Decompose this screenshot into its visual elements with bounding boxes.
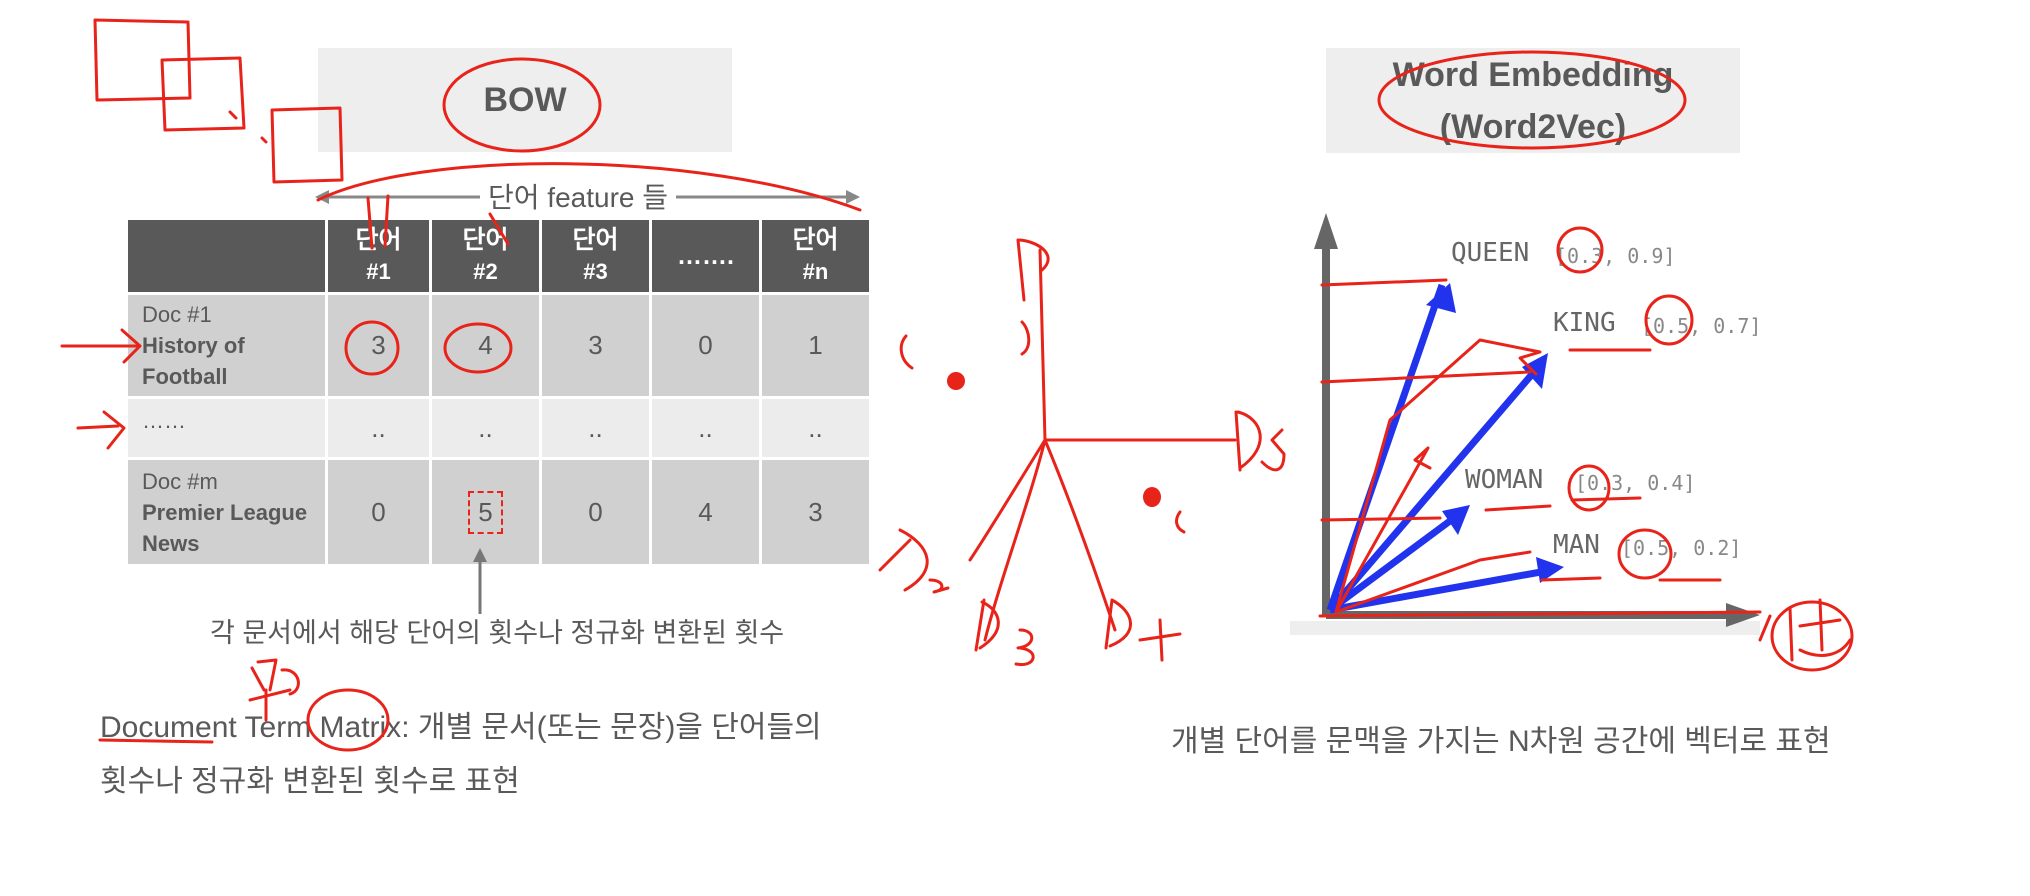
bow-title: BOW [318,48,732,152]
row-arrow [60,328,142,364]
value-cell: 3 [325,292,432,399]
doc-label-cell: Doc #m Premier League News [125,457,328,567]
value-circle [344,320,400,376]
vector-value-circle [1556,226,1604,274]
header-cell: 단어#n [759,217,872,295]
bow-circle [442,57,602,153]
embedding-title-line2: (Word2Vec) [1439,107,1627,146]
highlighted-value: 5 [468,490,503,534]
woman-vector-head [1442,505,1470,535]
word2vec-circle [1377,50,1687,150]
vector-value-circle [1617,528,1673,580]
king-value: [0.5, 0.7] [1641,314,1762,338]
header-empty-cell [125,217,328,295]
count-description: 각 문서에서 해당 단어의 횟수나 정규화 변환된 횟수 [210,618,785,648]
row-arrow [76,410,126,450]
x-axis-arrowhead [1726,603,1760,627]
value-cell: 5 [429,457,542,567]
value-cell: 4 [649,457,762,567]
queen-label: QUEEN [1451,238,1530,268]
value-cell: .. [539,396,652,460]
header-cell: 단어#1 [325,217,432,295]
value-cell: 0 [539,457,652,567]
woman-value: [0.3, 0.4] [1575,471,1696,495]
matrix-circle [306,688,390,752]
bow-matrix-table: 단어#1 단어#2 단어#3 ……. 단어#n Doc #1 History o… [125,217,872,567]
man-value: [0.5, 0.2] [1621,536,1742,560]
vector-value-circle [1644,294,1694,346]
woman-vector [1327,512,1461,613]
d4-label [1104,598,1182,662]
sketch-square [93,18,192,102]
value-cell: 0 [325,457,432,567]
value-cell: .. [759,396,872,460]
y-axis-arrowhead [1314,213,1338,249]
dtm-definition-line2: 횟수나 정규화 변환된 횟수로 표현 [100,765,520,798]
feature-label: 단어 feature 들 [480,176,677,216]
value-cell: 1 [759,292,872,399]
d1-label [1016,238,1050,302]
embedding-caption: 개별 단어를 문맥을 가지는 N차원 공간에 벡터로 표현 [1171,725,1831,758]
feature-arc [316,162,862,212]
doc-label-cell: Doc #1 History of Football [125,292,328,399]
dtm-term: Document Term Matrix [100,711,402,744]
table-row: Doc #1 History of Football 3 4 3 0 1 [125,292,872,399]
d5-label [1234,410,1286,472]
value-cell: .. [325,396,432,460]
d3-label [974,598,1035,667]
dtm-definition-line1: Document Term Matrix: 개별 문서(또는 문장)을 단어들의 [100,702,822,746]
red-dot [1143,487,1161,507]
red-dot [947,372,965,390]
value-cell: 0 [649,292,762,399]
king-vector [1327,362,1543,613]
header-cell: ……. [649,217,762,295]
value-cell: 3 [759,457,872,567]
sketch-square [160,56,246,132]
dimension-axes [1038,248,1237,442]
king-label: KING [1553,308,1616,338]
axis-annotation-circle [1770,600,1854,672]
pointer-arrow [473,548,487,614]
table-row: …… .. .. .. .. .. [125,396,872,460]
bow-title-text: BOW [483,80,567,119]
dtm-line1-rest: : 개별 문서(또는 문장)을 단어들의 [401,711,822,744]
value-circle [443,322,513,374]
queen-value: [0.3, 0.9] [1555,244,1676,268]
value-cell: 4 [429,292,542,399]
d2-label [878,528,950,594]
table-row: Doc #m Premier League News 0 5 0 4 3 [125,457,872,567]
header-cell: 단어#2 [429,217,542,295]
man-vector [1329,566,1553,614]
value-cell: 3 [539,292,652,399]
value-cell: .. [429,396,542,460]
header-cell: 단어#3 [539,217,652,295]
woman-label: WOMAN [1465,465,1544,495]
value-cell: .. [649,396,762,460]
queen-vector [1326,283,1446,612]
table-header-row: 단어#1 단어#2 단어#3 ……. 단어#n [125,217,872,295]
vector-value-circle [1567,464,1611,512]
x-axis-shadow [1290,621,1760,635]
queen-vector-head [1426,283,1456,313]
man-vector-head [1536,557,1564,583]
doc-label-cell: …… [125,396,328,460]
man-label: MAN [1553,530,1600,560]
sketch-square [270,106,344,184]
dtm-underline [98,738,214,744]
